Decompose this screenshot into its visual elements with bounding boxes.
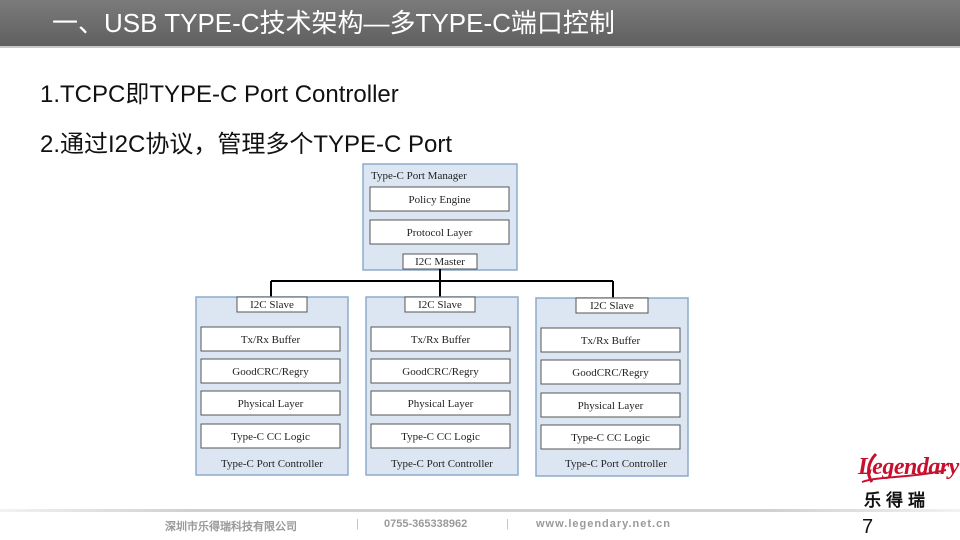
logo-chinese-text: 乐得瑞 [864, 491, 930, 511]
port-controller-1: I2C Slave Tx/Rx Buffer GoodCRC/Regry Phy… [195, 296, 349, 476]
controller-2-block-2 [370, 358, 511, 384]
controller-1-block-4 [200, 423, 341, 449]
footer-separator-2: | [506, 518, 509, 530]
controller-3-block-4-label: Type-C CC Logic [571, 432, 650, 444]
manager-title: Type-C Port Manager [371, 170, 467, 182]
controller-3-block-3-label: Physical Layer [578, 400, 644, 412]
protocol-layer-block [369, 219, 510, 245]
logo-swoosh-icon [861, 452, 947, 483]
controller-1-block-2 [200, 358, 341, 384]
controller-1-block-3 [200, 390, 341, 416]
controller-2-block-1-label: Tx/Rx Buffer [411, 334, 471, 346]
footer-phone: 0755-365338962 [384, 518, 468, 530]
controller-1-block-4-label: Type-C CC Logic [231, 431, 310, 443]
controller-1-block-2-label: GoodCRC/Regry [232, 366, 309, 378]
logo-script-text: Legendary [858, 454, 959, 480]
controller-2-block-3-label: Physical Layer [408, 398, 474, 410]
footer-separator-1: | [356, 518, 359, 530]
controller-3-slave-label: I2C Slave [590, 300, 634, 312]
company-logo: Legendary 乐得瑞 [858, 448, 959, 512]
controller-2-block-3 [370, 390, 511, 416]
controller-3-footer: Type-C Port Controller [565, 458, 667, 470]
controller-3-block-2-label: GoodCRC/Regry [572, 367, 649, 379]
controller-2-slave-tab [404, 296, 476, 313]
controller-2-slave-label: I2C Slave [418, 299, 462, 311]
port-manager: Type-C Port Manager Policy Engine Protoc… [362, 163, 518, 271]
footer-company: 深圳市乐得瑞科技有限公司 [165, 521, 297, 533]
bullet-1: 1.TCPC即TYPE-C Port Controller [40, 81, 399, 108]
controller-3-block-1-label: Tx/Rx Buffer [581, 335, 641, 347]
controller-2-block-4 [370, 423, 511, 449]
controller-2-block-2-label: GoodCRC/Regry [402, 366, 479, 378]
controller-1-block-3-label: Physical Layer [238, 398, 304, 410]
controller-2-block-4-label: Type-C CC Logic [401, 431, 480, 443]
bullet-2: 2.通过I2C协议，管理多个TYPE-C Port [40, 131, 453, 158]
i2c-bus [270, 269, 614, 299]
page-number: 7 [862, 516, 874, 538]
controller-3-block-1 [540, 327, 681, 353]
policy-engine-label: Policy Engine [408, 194, 470, 206]
controller-3-block-4 [540, 424, 681, 450]
controller-1-slave-label: I2C Slave [250, 299, 294, 311]
port-controller-2: I2C Slave Tx/Rx Buffer GoodCRC/Regry Phy… [365, 296, 519, 476]
title-bar: 一、USB TYPE-C技术架构—多TYPE-C端口控制 [0, 0, 960, 48]
controller-2-footer: Type-C Port Controller [391, 458, 493, 470]
manager-container [362, 163, 518, 271]
slide-title: 一、USB TYPE-C技术架构—多TYPE-C端口控制 [52, 8, 615, 38]
footer-url: www.legendary.net.cn [536, 518, 671, 530]
controller-3-slave-tab [575, 297, 649, 314]
controller-3-block-3 [540, 392, 681, 418]
controller-1-slave-tab [236, 296, 308, 313]
protocol-layer-label: Protocol Layer [407, 227, 473, 239]
controller-1-block-1 [200, 326, 341, 352]
controller-1-block-1-label: Tx/Rx Buffer [241, 334, 301, 346]
footer-divider [0, 509, 960, 512]
controller-2-block-1 [370, 326, 511, 352]
port-controller-3: I2C Slave Tx/Rx Buffer GoodCRC/Regry Phy… [535, 297, 689, 477]
controller-1-footer: Type-C Port Controller [221, 458, 323, 470]
i2c-master-label: I2C Master [415, 256, 465, 268]
policy-engine-block [369, 186, 510, 212]
controller-3-block-2 [540, 359, 681, 385]
